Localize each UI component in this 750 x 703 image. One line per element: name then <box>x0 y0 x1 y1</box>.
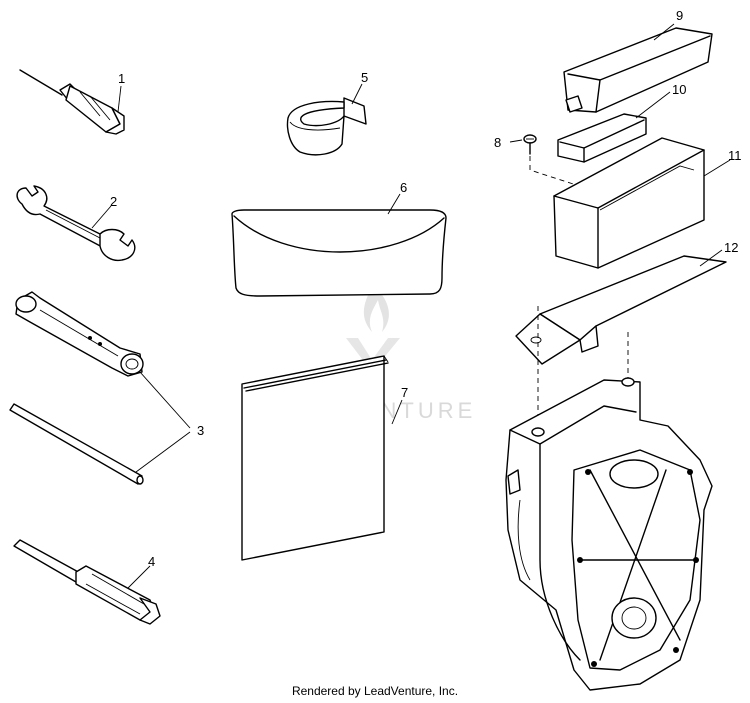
leader-7 <box>391 399 403 425</box>
callout-7: 7 <box>401 385 408 400</box>
leader-1 <box>117 85 122 113</box>
callout-5: 5 <box>361 70 368 85</box>
part-battery-cover <box>563 27 713 113</box>
leadventure-logo-icon <box>346 285 400 372</box>
leader-5 <box>351 83 363 105</box>
callout-6: 6 <box>400 180 407 195</box>
leader-9 <box>653 23 675 41</box>
callout-10: 10 <box>672 82 686 97</box>
callout-3: 3 <box>197 423 204 438</box>
leader-6 <box>387 193 401 215</box>
part-tommy-bar <box>9 403 144 485</box>
part-strap <box>286 97 367 156</box>
leader-12 <box>699 249 723 267</box>
part-battery-box <box>553 137 705 269</box>
leader-2 <box>91 205 112 229</box>
callout-11: 11 <box>728 148 742 163</box>
callout-12: 12 <box>724 240 738 255</box>
part-open-end-wrench <box>16 185 136 262</box>
callout-2: 2 <box>110 194 117 209</box>
leader-11 <box>703 159 731 177</box>
footer-credit: Rendered by LeadVenture, Inc. <box>291 684 459 698</box>
callout-4: 4 <box>148 554 155 569</box>
part-bracket <box>515 255 727 365</box>
leader-8 <box>509 139 523 143</box>
part-spark-plug-wrench <box>15 291 144 377</box>
part-tool-pouch <box>231 209 447 297</box>
part-screw <box>523 134 537 155</box>
callout-9: 9 <box>676 8 683 23</box>
callout-1: 1 <box>118 71 125 86</box>
part-screwdriver <box>19 69 125 135</box>
leader-3a <box>139 371 191 429</box>
part-pad <box>557 113 647 163</box>
leader-4 <box>127 565 151 589</box>
leader-10 <box>635 91 671 119</box>
part-owners-manual <box>241 355 389 561</box>
callout-8: 8 <box>494 135 501 150</box>
part-phillips-screwdriver <box>13 539 161 625</box>
leader-3b <box>135 431 191 473</box>
part-chaincase-housing <box>505 377 713 691</box>
